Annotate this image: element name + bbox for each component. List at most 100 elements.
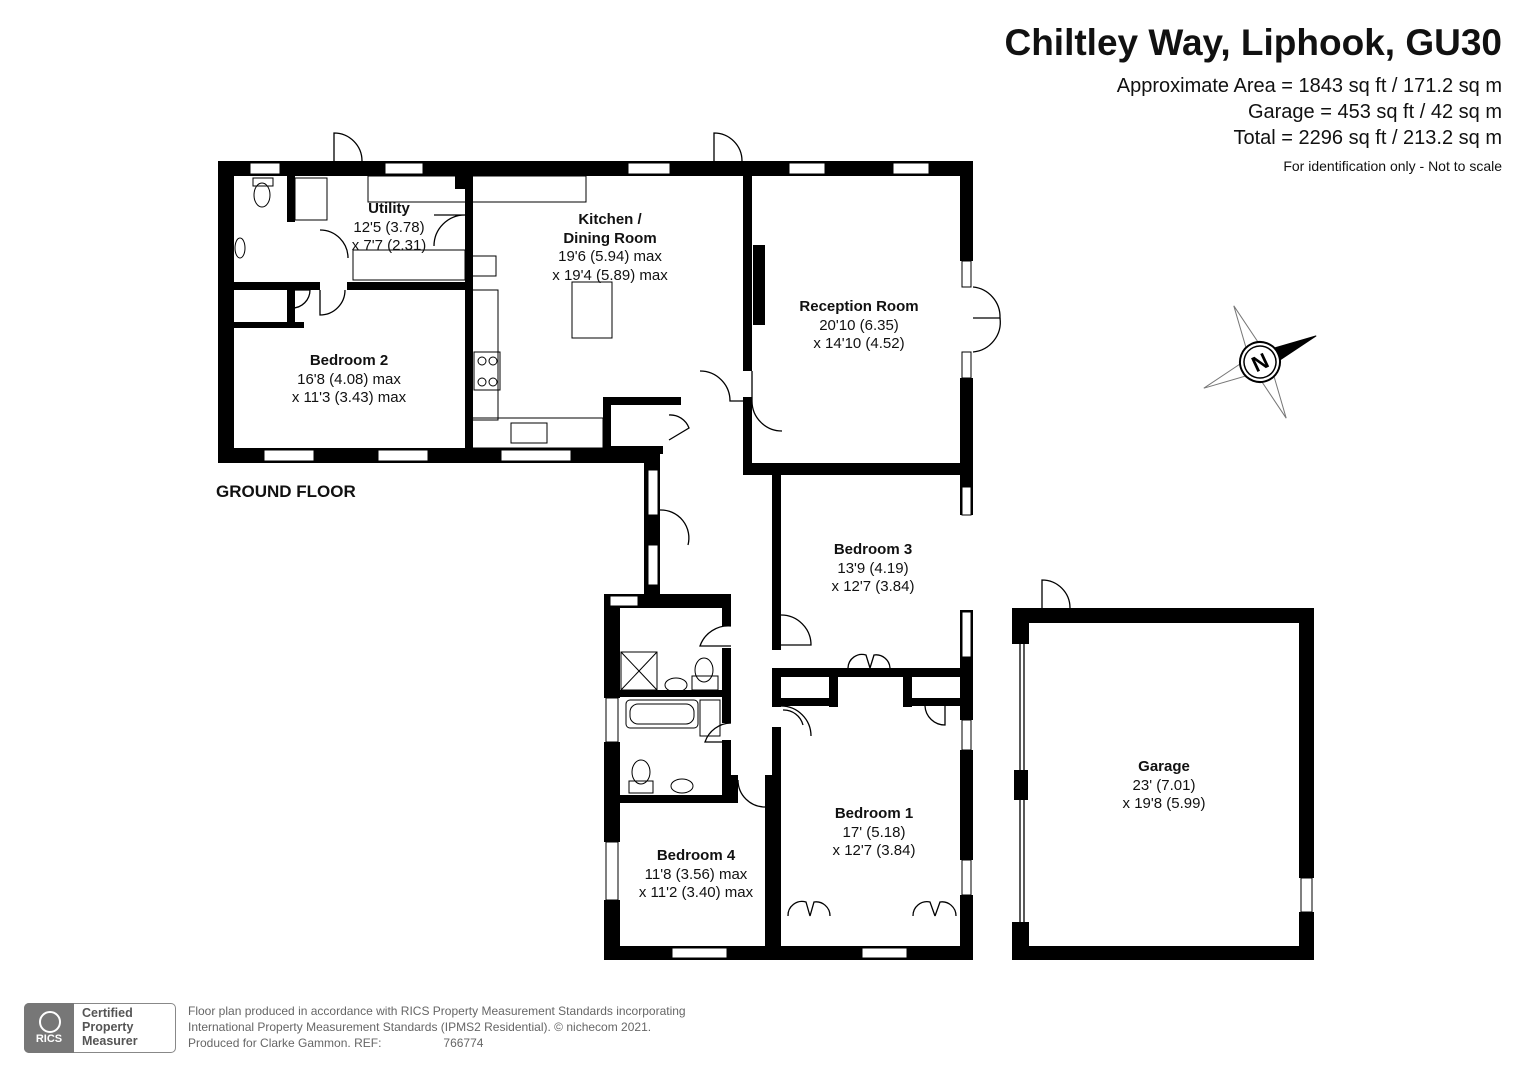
- badge-line: Property: [82, 1020, 134, 1034]
- wall-bed4-east: [765, 775, 773, 946]
- wall-bed2-top-b: [347, 282, 472, 290]
- wall-bath-east-a: [722, 594, 731, 626]
- wall-garage-west-a: [1012, 608, 1029, 644]
- wall-south: [604, 946, 973, 960]
- wall-store-south: [603, 446, 663, 454]
- room-bedroom-4: Bedroom 4 11'8 (3.56) max x 11'2 (3.40) …: [639, 847, 753, 903]
- room-name: Bedroom 1: [834, 805, 914, 822]
- footer-line: International Property Measurement Stand…: [188, 1020, 652, 1034]
- room-kitchen-dining: Kitchen / Dining Room 19'6 (5.94) max x …: [552, 211, 667, 285]
- wall-bath-east-b: [722, 648, 731, 723]
- rics-logo-text: RICS: [35, 1033, 63, 1045]
- kitchen-worktop-west: [469, 289, 499, 421]
- wall-bath-east-c: [722, 740, 731, 802]
- wall-store-east: [743, 397, 752, 405]
- wall-reception-east-a: [960, 161, 973, 261]
- wall-bed4-door-jamb: [728, 775, 738, 803]
- approximate-area: Approximate Area = 1843 sq ft / 171.2 sq…: [1116, 75, 1502, 97]
- wall-bed2-cupboard: [287, 290, 295, 325]
- room-dimension: x 7'7 (2.31): [351, 237, 427, 254]
- rics-badge: RICS Certified Property Measurer: [24, 1003, 176, 1053]
- wall-wardrobe-bottom2: [912, 698, 960, 706]
- room-dimension: 23' (7.01): [1132, 776, 1196, 794]
- floor-label: GROUND FLOOR: [216, 482, 356, 501]
- footer-line: Produced for Clarke Gammon. REF: 766774: [188, 1035, 686, 1051]
- kitchen-sink: [510, 422, 548, 444]
- footer-text: Floor plan produced in accordance with R…: [188, 1003, 686, 1051]
- room-dimension: 12'5 (3.78): [353, 218, 425, 236]
- plan-title: Chiltley Way, Liphook, GU30: [1004, 22, 1502, 63]
- wall-kitchen-west: [465, 176, 473, 463]
- wall-wardrobe-mid1: [829, 677, 838, 707]
- room-dimension: 13'9 (4.19): [837, 559, 909, 577]
- wall-garage-door-post: [1014, 770, 1028, 800]
- badge-line: Certified: [82, 1006, 133, 1020]
- wall-bath-west-b: [604, 742, 620, 842]
- footer-line: Floor plan produced in accordance with R…: [188, 1004, 686, 1018]
- wall-kitchen-east-a: [743, 161, 752, 371]
- room-bedroom-3: Bedroom 3 13'9 (4.19) x 12'7 (3.84): [832, 541, 915, 597]
- rics-logo: RICS: [24, 1003, 74, 1053]
- shower-room-wc: [694, 657, 714, 683]
- wall-garage-south: [1012, 946, 1314, 960]
- room-dimension: x 19'4 (5.89) max: [552, 266, 668, 284]
- room-utility: Utility 12'5 (3.78) x 7'7 (2.31): [352, 200, 427, 256]
- shower-tray: [620, 651, 658, 691]
- hob: [473, 351, 501, 391]
- wall-bed4-north: [620, 795, 731, 803]
- bath: [625, 699, 699, 729]
- wall-utility-cupboard: [287, 176, 295, 222]
- room-bedroom-2: Bedroom 2 16'8 (4.08) max x 11'3 (3.43) …: [292, 352, 406, 408]
- bathroom-basin: [670, 778, 694, 794]
- shower-room-basin: [664, 677, 688, 693]
- room-dimension: 11'8 (3.56) max: [644, 865, 748, 883]
- wall-kitchen-east-b: [743, 401, 752, 471]
- fixtures: [234, 175, 764, 794]
- room-dimension: x 11'2 (3.40) max: [638, 884, 754, 901]
- footer-produced-for: Produced for Clarke Gammon. REF:: [188, 1036, 382, 1050]
- wall-reception-south: [743, 463, 973, 475]
- wall-wardrobe-bottom1: [781, 698, 829, 706]
- room-garage: Garage 23' (7.01) x 19'8 (5.99): [1123, 758, 1206, 814]
- wall-north-kitchen: [468, 161, 973, 176]
- wall-bed1-east-b: [960, 750, 973, 860]
- wall-bed1-east-a: [960, 700, 973, 720]
- utility-worktop: [367, 175, 587, 203]
- wall-shower-bath-partition: [620, 690, 730, 697]
- garage-area: Garage = 453 sq ft / 42 sq m: [1247, 101, 1502, 123]
- wall-bed1-west: [772, 727, 781, 959]
- room-name: Bedroom 3: [833, 541, 913, 558]
- room-name: Utility: [368, 200, 410, 217]
- room-dimension: x 11'3 (3.43) max: [291, 389, 407, 406]
- room-bedroom-1: Bedroom 1 17' (5.18) x 12'7 (3.84): [833, 805, 916, 861]
- room-name: Bedroom 2: [309, 352, 389, 369]
- badge-text: Certified Property Measurer: [82, 1006, 138, 1048]
- wall-bed3-west: [772, 475, 781, 650]
- kitchen-island: [571, 281, 613, 339]
- room-reception: Reception Room 20'10 (6.35) x 14'10 (4.5…: [799, 298, 918, 354]
- wall-west: [218, 161, 234, 463]
- windows: [249, 162, 1313, 959]
- room-dimension: x 19'8 (5.99): [1122, 795, 1206, 812]
- footer-ref: 766774: [443, 1036, 484, 1050]
- kitchen-cupboard: [471, 255, 497, 277]
- room-dimension: 19'6 (5.94) max: [558, 248, 662, 265]
- wall-bed3-south: [772, 668, 973, 677]
- rics-emblem-icon: [39, 1011, 61, 1033]
- kitchen-worktop-south: [469, 417, 604, 449]
- badge-line: Measurer: [82, 1034, 138, 1048]
- room-name: Garage: [1138, 758, 1190, 775]
- room-dimension: x 12'7 (3.84): [831, 578, 915, 595]
- room-dimension: x 12'7 (3.84): [832, 842, 916, 859]
- wall-garage-east-a: [1299, 608, 1314, 878]
- utility-wc: [253, 182, 271, 208]
- wall-bed2-top-a: [234, 282, 320, 290]
- room-name: Kitchen /: [578, 211, 642, 228]
- wall-garage-north: [1012, 608, 1314, 623]
- fireplace: [753, 245, 765, 325]
- wall-reception-east-b: [960, 378, 973, 468]
- room-dimension: x 14'10 (4.52): [813, 335, 905, 352]
- room-dimension: 20'10 (6.35): [819, 316, 899, 334]
- wall-garage-east-b: [1299, 912, 1314, 960]
- room-name: Dining Room: [563, 229, 657, 247]
